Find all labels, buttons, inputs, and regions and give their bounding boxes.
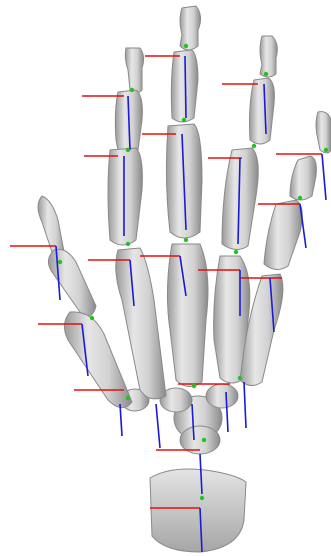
index-finger-bones xyxy=(108,48,166,399)
middle-finger-bones xyxy=(166,6,208,387)
forearm-base-bone xyxy=(150,469,246,552)
carpal-bones xyxy=(121,384,238,454)
